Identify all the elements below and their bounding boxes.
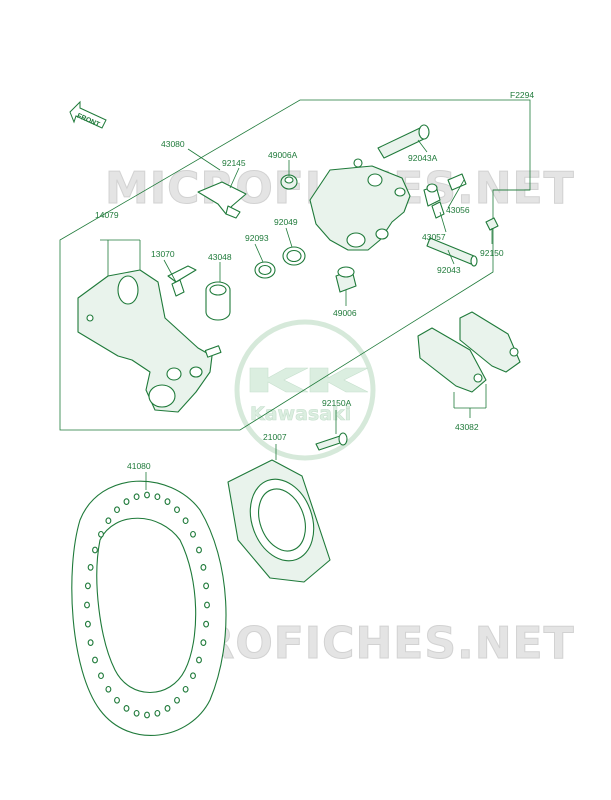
disc-hole [84, 620, 91, 628]
disc-hole [84, 601, 90, 609]
disc-hole [196, 546, 202, 554]
label-43057: 43057 [422, 232, 446, 242]
caliper-body [309, 158, 411, 251]
disc-hole [114, 696, 120, 704]
bolt-92150 [485, 217, 499, 231]
disc-hole [105, 685, 112, 693]
piston [205, 281, 231, 321]
disc-hole [98, 672, 104, 680]
disc-hole [92, 546, 98, 554]
disc-hole [174, 506, 180, 514]
disc-hole [182, 685, 189, 693]
disc-hole [164, 705, 171, 712]
front-arrow-icon: FRONT [69, 100, 107, 129]
disc-hole [200, 639, 207, 646]
pad-spring [167, 265, 197, 297]
brake-pads [417, 311, 521, 393]
label-43080: 43080 [161, 139, 185, 149]
disc-hole [133, 709, 140, 717]
label-14079: 14079 [95, 210, 119, 220]
dust-seal [254, 261, 276, 279]
slide-pin [426, 237, 478, 267]
brake-disc [71, 480, 227, 736]
label-92150: 92150 [480, 248, 504, 258]
disc-hole [92, 656, 98, 664]
label-13070: 13070 [151, 249, 175, 259]
disc-hole [87, 639, 94, 646]
disc-hole [123, 498, 130, 505]
disc-hole [203, 582, 210, 590]
disc-hole [154, 493, 161, 501]
label-92043: 92043 [437, 265, 461, 275]
abs-sensor-ring [227, 459, 331, 583]
disc-hole [144, 711, 150, 719]
disc-hole [154, 709, 161, 717]
disc-hole [190, 672, 196, 680]
caliper-boot [423, 173, 467, 207]
figure-code: F2294 [510, 90, 534, 100]
disc-hole [196, 656, 202, 664]
slide-pin-a [377, 124, 430, 159]
disc-holes [84, 491, 210, 719]
bleeder-cap [280, 174, 298, 190]
disc-hole [123, 705, 130, 712]
disc-hole [182, 517, 189, 525]
label-49006A: 49006A [268, 150, 298, 160]
disc-bolt [315, 432, 348, 451]
label-43048: 43048 [208, 252, 232, 262]
disc-hole [105, 517, 112, 525]
disc-hole [87, 564, 94, 571]
piston-seal [282, 246, 306, 266]
disc-hole [114, 506, 120, 514]
disc-hole [200, 564, 207, 571]
disc-hole [133, 493, 140, 501]
disc-hole [203, 620, 210, 628]
label-41080: 41080 [127, 461, 151, 471]
label-43082: 43082 [455, 422, 479, 432]
bleeder-valve [335, 266, 357, 293]
label-92150A: 92150A [322, 398, 352, 408]
label-92145: 92145 [222, 158, 246, 168]
disc-hole [84, 582, 91, 590]
label-43056: 43056 [446, 205, 470, 215]
pad-retainer [197, 181, 247, 219]
caliper-bracket [77, 269, 222, 413]
label-21007: 21007 [263, 432, 287, 442]
disc-hole [164, 498, 171, 505]
label-92049: 92049 [274, 217, 298, 227]
leader-lines [100, 139, 493, 490]
label-92093: 92093 [245, 233, 269, 243]
label-49006: 49006 [333, 308, 357, 318]
label-92043A: 92043A [408, 153, 438, 163]
kawasaki-logo: Kawasaki [234, 319, 376, 461]
disc-hole [190, 530, 196, 538]
disc-hole [98, 530, 104, 538]
disc-hole [144, 491, 150, 499]
disc-hole [174, 696, 180, 704]
disc-hole [204, 601, 210, 609]
caliper-assembly-outline [59, 99, 531, 431]
